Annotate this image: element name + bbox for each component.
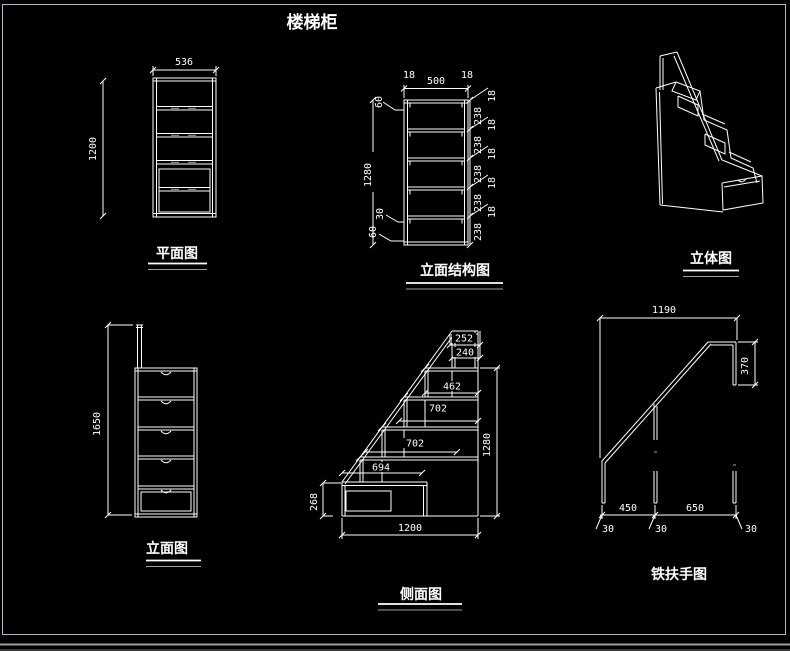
plan-height-dim: 1200	[88, 137, 99, 161]
plan-drawing	[152, 77, 217, 218]
elevation-structure-label: 立面结构图	[406, 262, 503, 290]
dim-30-middle: 30	[655, 524, 667, 535]
handrail-title: 铁扶手图	[651, 566, 707, 583]
dim-1190: 1190	[652, 305, 676, 316]
elevation-label: 立面图	[146, 540, 201, 567]
dim-702-upper: 702	[429, 404, 447, 415]
elevation-drawing	[134, 324, 198, 518]
dim-left-1280: 1280	[363, 163, 374, 187]
dim-30-left: 30	[602, 524, 614, 535]
elevation-view: 1650 立面图	[92, 321, 201, 567]
dim-space-238-1: 238	[473, 107, 484, 125]
dim-shelf-18-3: 18	[487, 148, 498, 160]
plan-view-title: 平面图	[156, 246, 198, 262]
page-title: 楼梯柜	[287, 12, 338, 33]
handrail-drawing	[601, 341, 737, 504]
plan-label: 平面图	[148, 246, 207, 270]
dim-top-right-18: 18	[461, 70, 473, 81]
side-view: 252 240 462 702 702 694 268	[309, 330, 501, 611]
dim-top-width-500: 500	[427, 76, 445, 87]
isometric-view: 立体图	[655, 51, 764, 277]
handrail-view: 1190 370 450 650 30 30 30 铁扶手图	[595, 305, 759, 583]
dim-left-30: 30	[375, 208, 386, 220]
dim-shelf-18-2: 18	[487, 119, 498, 131]
border-frame	[0, 4, 790, 651]
dim-space-238-2: 238	[473, 136, 484, 154]
dim-space-238-4: 238	[473, 194, 484, 212]
dim-370: 370	[740, 357, 751, 375]
isometric-title: 立体图	[690, 250, 732, 267]
dim-30-right: 30	[745, 524, 757, 535]
elevation-title: 立面图	[146, 540, 188, 557]
side-title: 侧面图	[400, 586, 442, 603]
dim-268: 268	[309, 493, 320, 511]
plan-dimensions: 536 1200	[88, 57, 220, 220]
dim-top-left-18: 18	[403, 70, 415, 81]
elevation-structure-title: 立面结构图	[420, 262, 490, 279]
handrail-dimensions: 1190 370 450 650 30 30 30	[595, 305, 759, 535]
dim-450: 450	[619, 503, 637, 514]
plan-view: 536 1200 平面图	[88, 57, 220, 270]
dim-694: 694	[372, 463, 390, 474]
dim-left-60-bottom: 60	[368, 226, 379, 238]
elevation-structure-view: 18 500 18 60 1280 30 60 18 18 18 18	[363, 70, 503, 290]
isometric-drawing	[655, 51, 764, 213]
dim-space-238-5: 238	[473, 223, 484, 241]
side-label: 侧面图	[378, 586, 462, 611]
dim-shelf-18-1: 18	[487, 90, 498, 102]
dim-240: 240	[456, 348, 474, 359]
dim-shelf-18-4: 18	[487, 177, 498, 189]
elevation-dimensions: 1650	[92, 321, 133, 519]
dim-1280: 1280	[482, 433, 493, 457]
dim-252: 252	[455, 334, 473, 345]
dim-shelf-18-5: 18	[487, 206, 498, 218]
side-drawing	[341, 330, 479, 517]
plan-width-dim: 536	[175, 57, 193, 68]
elevation-structure-drawing	[403, 99, 469, 246]
dim-650: 650	[686, 503, 704, 514]
dim-1200: 1200	[398, 523, 422, 534]
elevation-structure-dimensions: 18 500 18 60 1280 30 60 18 18 18 18	[363, 70, 498, 249]
dim-462: 462	[443, 382, 461, 393]
isometric-label: 立体图	[683, 250, 739, 277]
dim-left-60-top: 60	[374, 96, 385, 108]
side-dimensions: 252 240 462 702 702 694 268	[309, 331, 501, 539]
dim-space-238-3: 238	[473, 165, 484, 183]
elevation-height-dim: 1650	[92, 412, 103, 436]
dim-702-lower: 702	[406, 439, 424, 450]
handrail-label: 铁扶手图	[651, 566, 707, 583]
